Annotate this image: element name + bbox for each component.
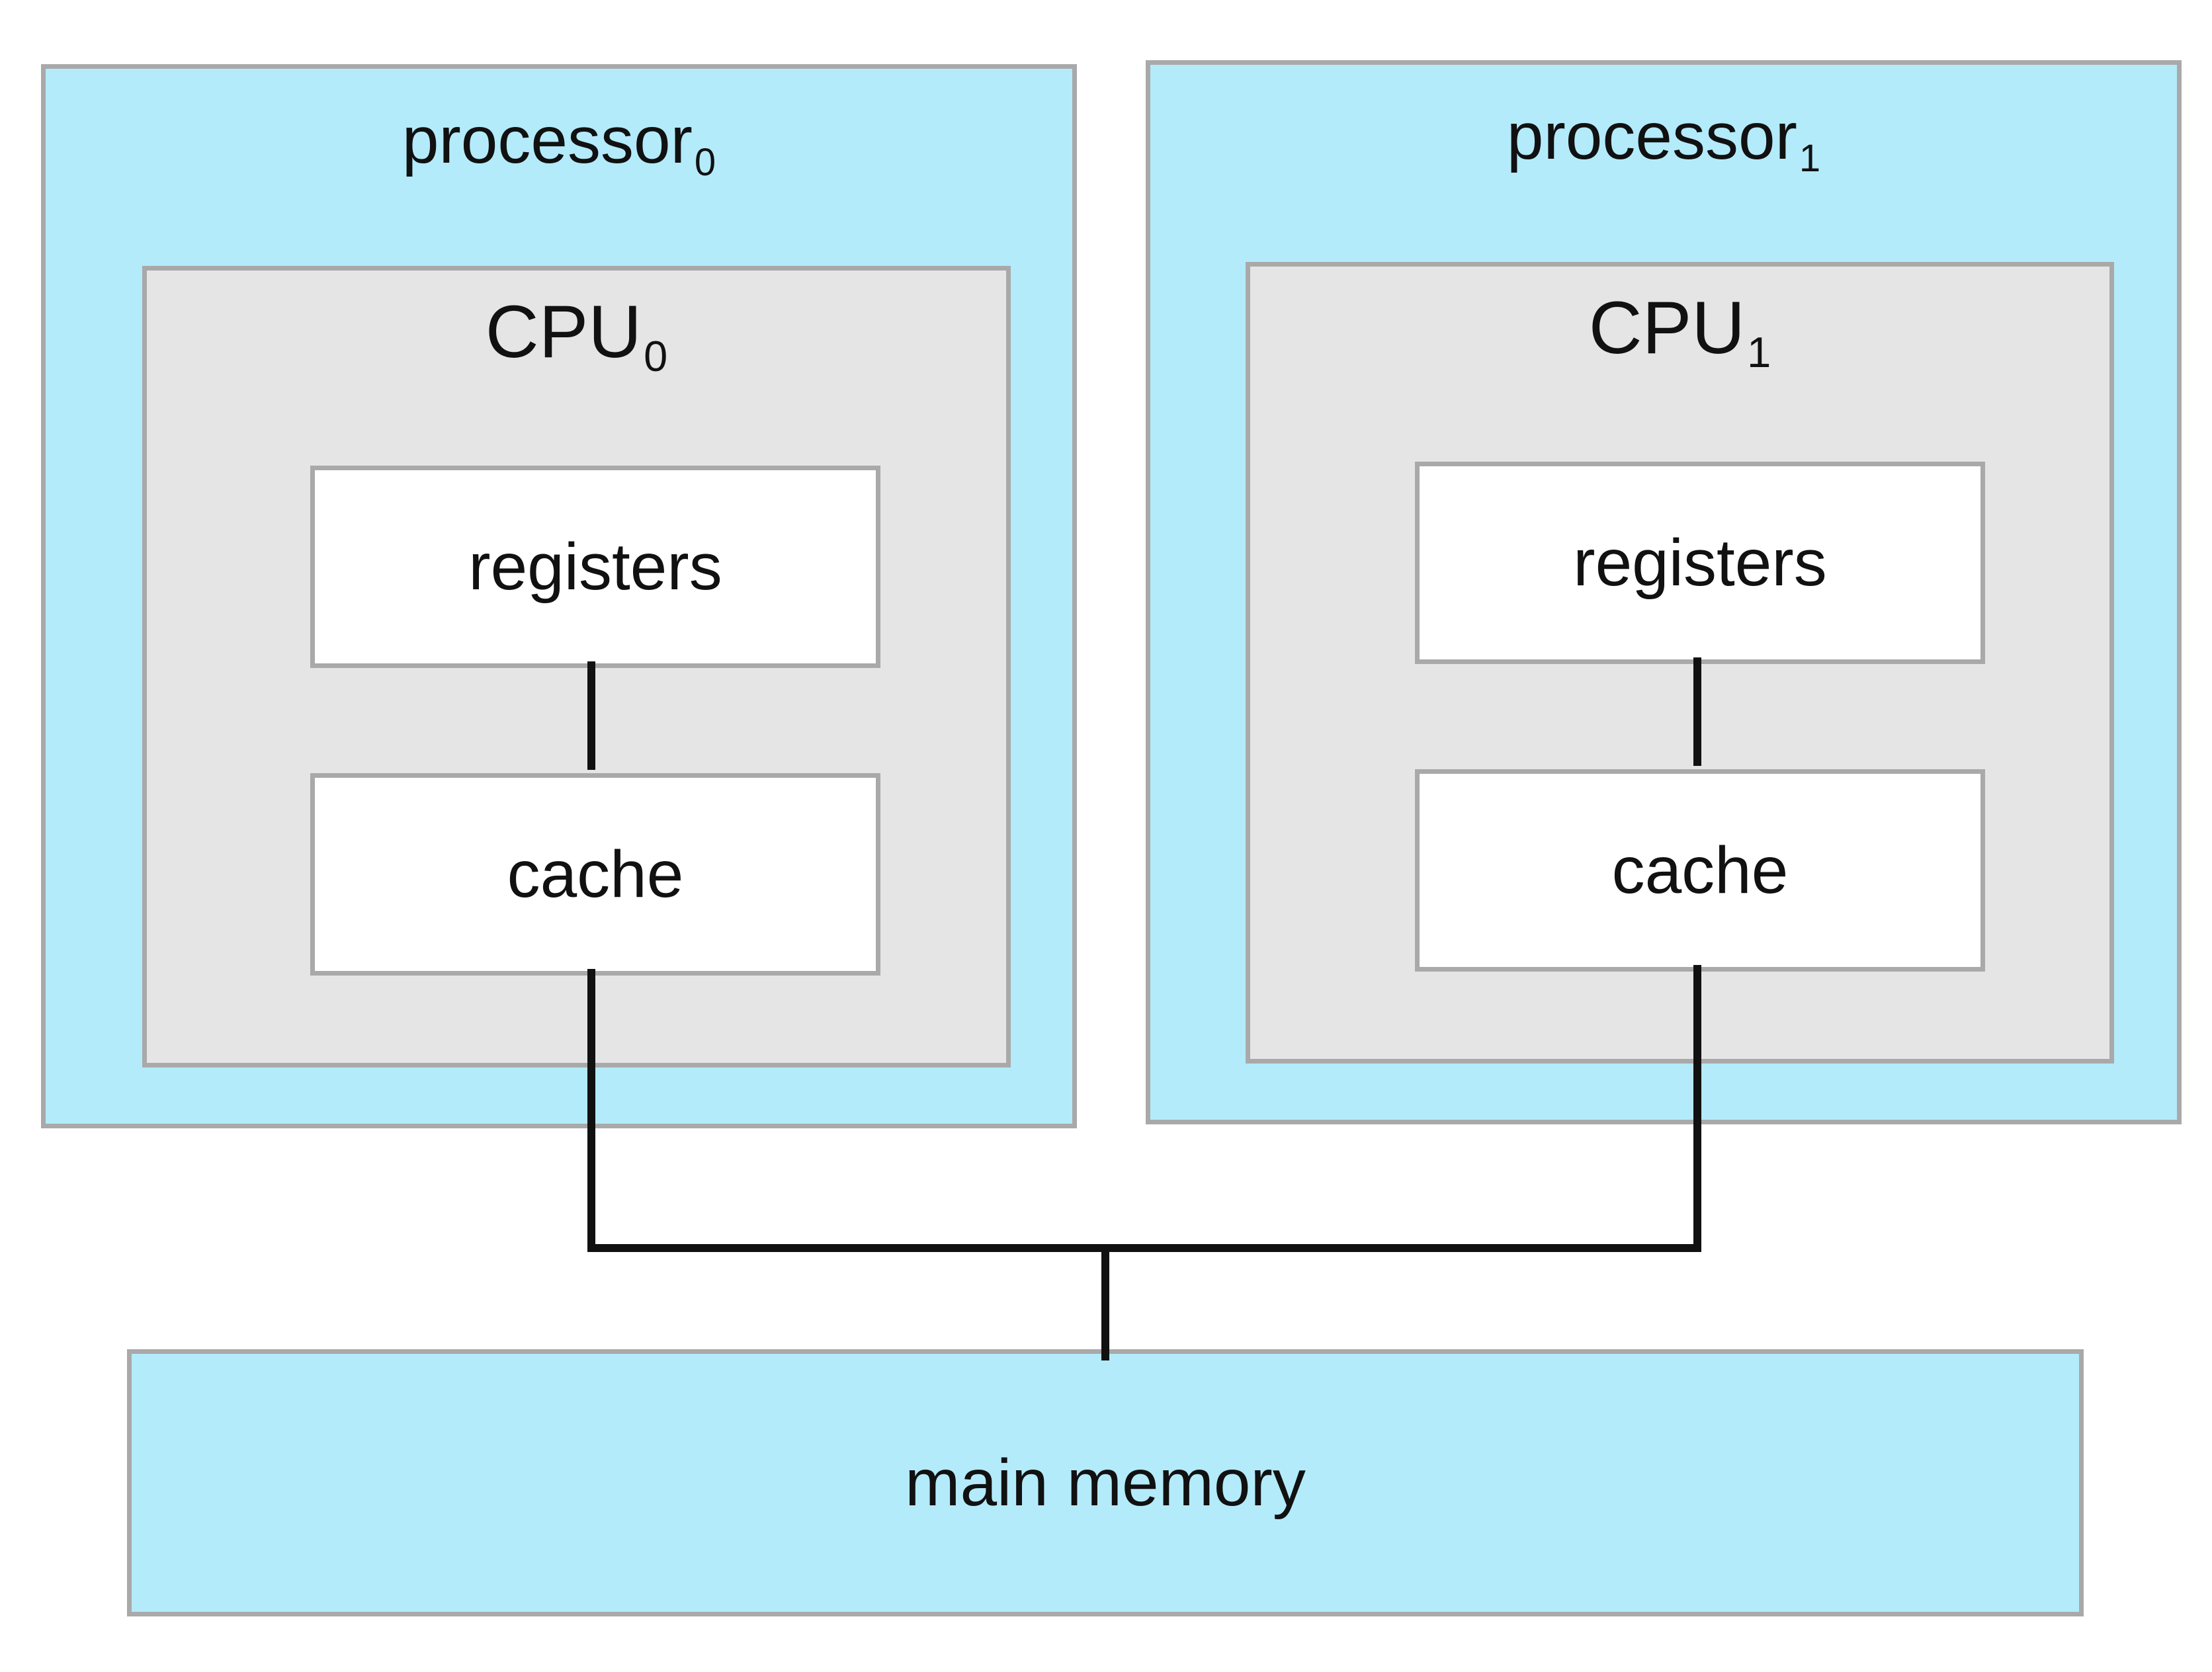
cpu-1-name: CPU [1588,286,1746,369]
processor-0-index: 0 [694,140,716,184]
processor-1-title: processor1 [1150,103,2177,177]
main-memory-box: main memory [127,1349,2084,1616]
registers-1-box: registers [1415,462,1985,664]
processor-1-name: processor [1506,99,1797,173]
cpu-1-index: 1 [1747,327,1771,376]
cpu-1-box: CPU1 registers cache [1246,262,2114,1064]
main-memory-label: main memory [905,1446,1306,1520]
registers-1-label: registers [1573,526,1827,600]
cpu-0-index: 0 [644,331,668,380]
cpu-0-name: CPU [485,290,642,373]
memory-bus [587,965,1701,1252]
cache-0-label: cache [507,837,684,911]
cpu-0-title: CPU0 [147,295,1006,378]
cpu-1-title: CPU1 [1250,291,2109,374]
registers-0-label: registers [468,530,722,604]
cache-1-label: cache [1611,833,1789,907]
processor-0-name: processor [402,103,693,177]
cache-0-box: cache [310,773,880,976]
processor-0-title: processor0 [46,107,1072,181]
processor-0-box: processor0 CPU0 registers cache [41,64,1077,1128]
cache-1-box: cache [1415,769,1985,972]
cpu-0-box: CPU0 registers cache [142,266,1011,1067]
processor-1-index: 1 [1799,136,1821,180]
processor-1-box: processor1 CPU1 registers cache [1146,60,2182,1124]
